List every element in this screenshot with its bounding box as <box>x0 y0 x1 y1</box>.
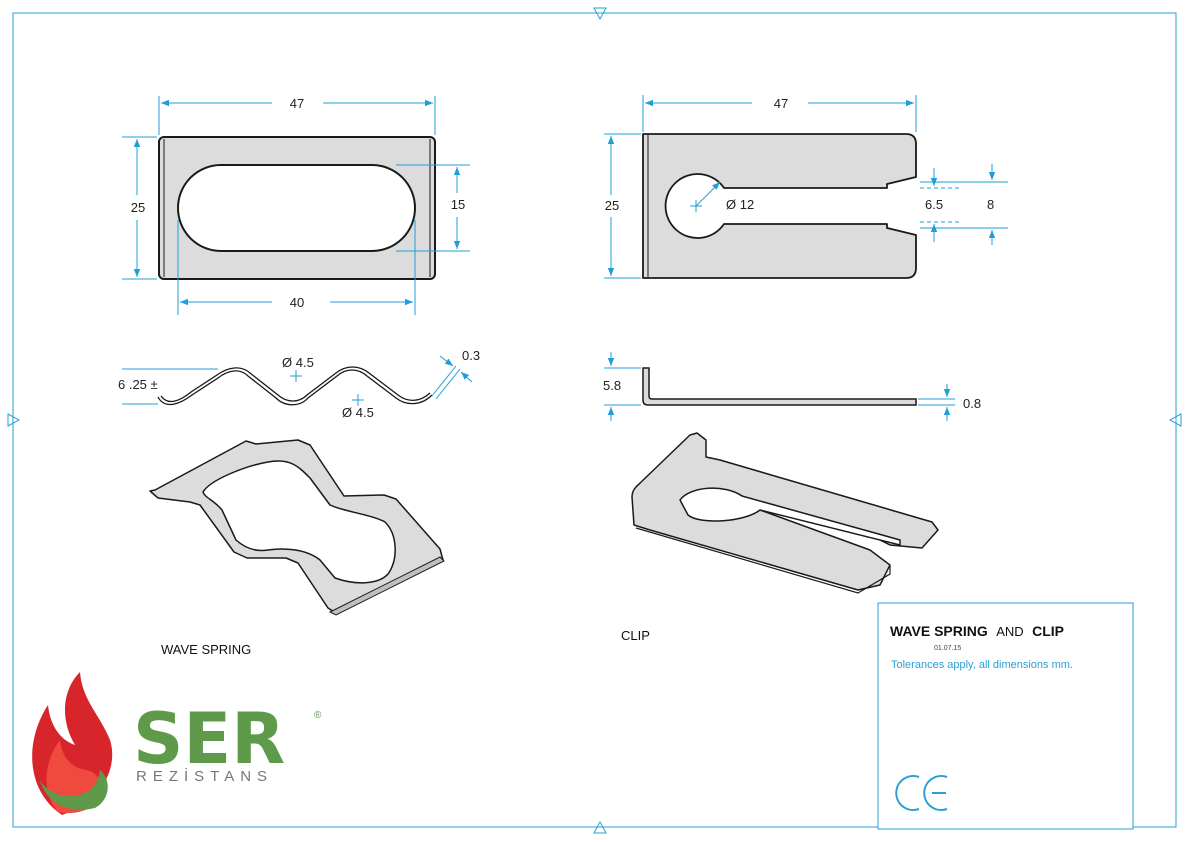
wave-spring-label: WAVE SPRING <box>161 642 251 657</box>
title-part-clip: CLIP <box>1032 623 1064 639</box>
spring-height-dimension: 25 <box>131 200 145 215</box>
spring-overall-height-dimension: 6 .25 ± <box>118 377 158 392</box>
title-part-wave-spring: WAVE SPRING <box>890 623 988 639</box>
wave-spring-side-view <box>157 366 433 406</box>
clip-slot-inner-dimension: 6.5 <box>925 197 943 212</box>
CE-mark-icon <box>895 775 948 811</box>
clip-side-view <box>642 367 917 406</box>
logo-registered-mark: ® <box>314 710 322 721</box>
spring-slot-height-dimension: 15 <box>451 197 465 212</box>
title-block <box>877 602 1134 830</box>
spring-lower-radius-dimension: Ø 4.5 <box>342 405 374 420</box>
clip-label: CLIP <box>621 628 650 643</box>
clip-top-dimensions <box>604 95 1008 279</box>
title-block-note: Tolerances apply, all dimensions mm. <box>891 659 1073 671</box>
title-block-date: 01.07.15 <box>934 645 961 652</box>
clip-slot-outer-dimension: 8 <box>987 197 994 212</box>
title-part-and: AND <box>996 624 1023 639</box>
title-block-title: WAVE SPRING AND CLIP <box>890 623 1064 640</box>
clip-side-height-dimension: 5.8 <box>603 378 621 393</box>
spring-thickness-dimension: 0.3 <box>462 348 480 363</box>
clip-height-dimension: 25 <box>605 198 619 213</box>
clip-side-dimensions <box>604 352 955 421</box>
spring-upper-radius-dimension: Ø 4.5 <box>282 355 314 370</box>
wave-spring-isometric-view <box>149 439 445 616</box>
wave-spring-side-dimensions <box>122 355 473 406</box>
triangle-centering-mark-icon <box>7 7 1182 834</box>
wave-spring-top-view <box>158 136 436 280</box>
wave-spring-top-dimensions <box>122 96 470 315</box>
clip-top-view <box>642 133 917 279</box>
sheet-border <box>12 12 1177 828</box>
logo-subtitle: REZİSTANS <box>136 767 273 785</box>
clip-thickness-dimension: 0.8 <box>963 396 981 411</box>
logo-name: SER <box>133 698 285 780</box>
clip-isometric-view <box>631 432 939 594</box>
clip-hole-diameter-dimension: Ø 12 <box>726 197 754 212</box>
spring-slot-length-dimension: 40 <box>290 295 304 310</box>
clip-width-dimension: 47 <box>774 96 788 111</box>
flame-icon <box>32 672 113 815</box>
spring-width-dimension: 47 <box>290 96 304 111</box>
spring-slot <box>177 164 416 252</box>
